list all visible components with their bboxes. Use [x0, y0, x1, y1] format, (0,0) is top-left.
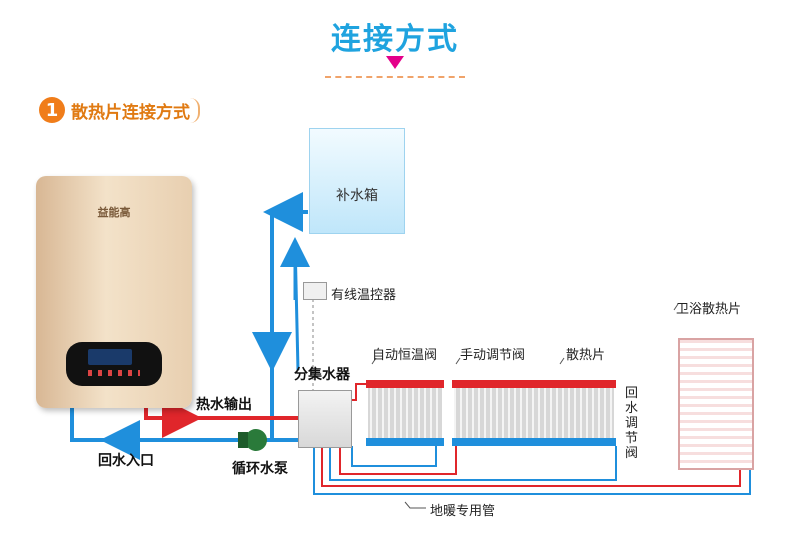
water-tank: 补水箱	[309, 128, 405, 234]
boiler: 益能高	[36, 176, 192, 408]
towel-radiator	[678, 338, 754, 470]
return-water-label: 回水入口	[98, 453, 154, 469]
button-row-icon	[88, 370, 140, 376]
title-divider	[325, 76, 465, 78]
floor-pipe-label: 地暖专用管	[430, 504, 496, 519]
manual-valve-label: 手动调节阀	[460, 348, 526, 363]
radiator-label: 散热片	[566, 348, 606, 363]
pump-label: 循环水泵	[232, 461, 288, 477]
radiator-2	[452, 380, 616, 446]
tank-label: 补水箱	[336, 188, 378, 204]
thermostat-icon	[303, 282, 327, 300]
boiler-brand: 益能高	[97, 206, 131, 219]
section-heading: 1 散热片连接方式	[39, 96, 200, 124]
title-arrow-icon	[386, 56, 404, 69]
page-title: 连接方式	[331, 22, 459, 57]
return-valve-label: 回水调节阀	[625, 386, 639, 461]
hot-water-label: 热水输出	[196, 397, 252, 413]
auto-valve-label: 自动恒温阀	[372, 348, 438, 363]
hot-output-pipe	[144, 408, 298, 420]
manifold-label: 分集水器	[294, 367, 350, 383]
pump-icon	[238, 429, 267, 451]
return-pipe	[70, 408, 298, 442]
boiler-control-panel	[66, 342, 162, 386]
section-number-badge: 1	[39, 97, 65, 123]
thermostat-label: 有线温控器	[331, 288, 397, 303]
display-icon	[88, 349, 132, 365]
radiator-1	[366, 380, 444, 446]
towel-radiator-label: 卫浴散热片	[676, 302, 742, 317]
section-title: 散热片连接方式	[71, 97, 200, 123]
manifold	[298, 390, 352, 448]
